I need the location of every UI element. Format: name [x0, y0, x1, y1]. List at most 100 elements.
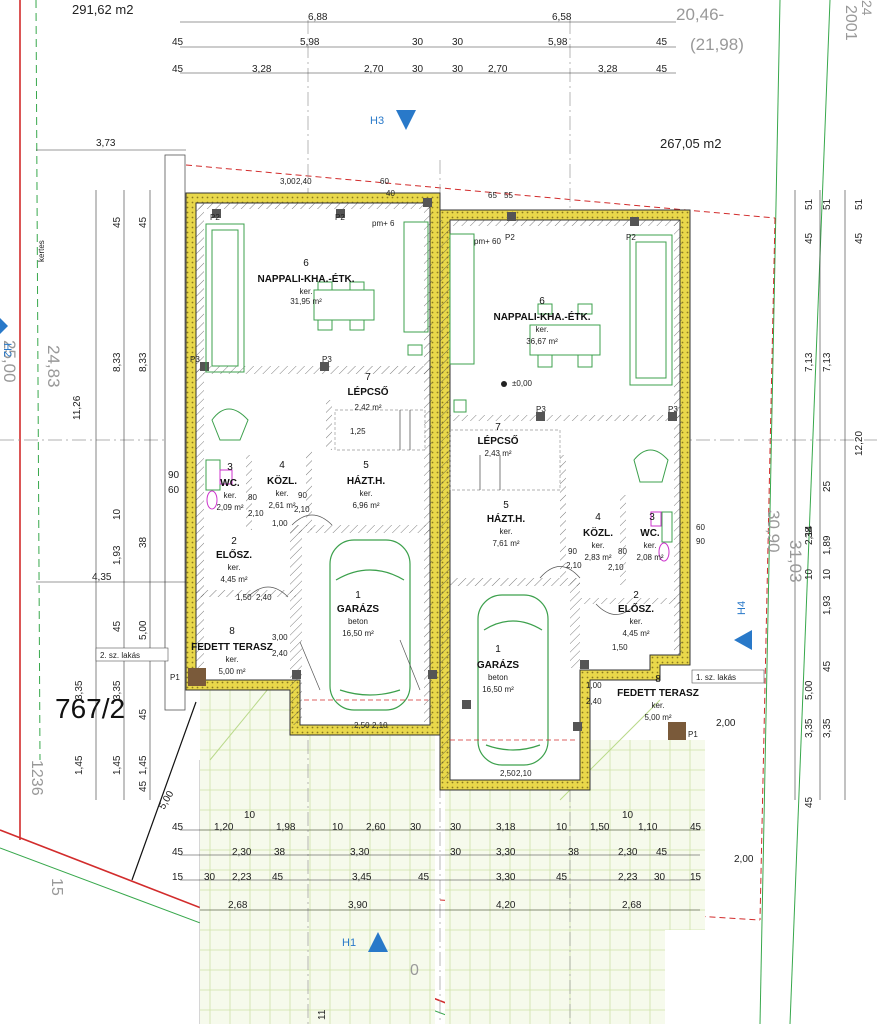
- svg-text:1,00: 1,00: [586, 681, 602, 690]
- svg-text:8: 8: [229, 626, 235, 637]
- svg-text:16,50 m²: 16,50 m²: [342, 629, 374, 638]
- grey-bottom-15: 15: [48, 878, 65, 896]
- dimension-lines: [36, 21, 846, 911]
- svg-text:3,28: 3,28: [598, 64, 618, 75]
- svg-text:2,42 m²: 2,42 m²: [354, 403, 381, 412]
- svg-text:ELŐSZ.: ELŐSZ.: [618, 602, 654, 615]
- svg-text:2,43 m²: 2,43 m²: [484, 449, 511, 458]
- svg-text:1,20: 1,20: [214, 822, 234, 833]
- cars: [329, 539, 549, 766]
- door-dimensions: 90 2,10 80 2,10 1,00 1,50 2,40 3,00 2,40…: [236, 177, 705, 778]
- svg-text:51: 51: [854, 198, 865, 210]
- svg-text:P2: P2: [626, 233, 636, 242]
- svg-text:2,10: 2,10: [566, 561, 582, 570]
- svg-text:2,00: 2,00: [734, 854, 754, 865]
- svg-text:ker.: ker.: [630, 617, 643, 626]
- svg-text:6: 6: [539, 296, 545, 307]
- svg-text:5,98: 5,98: [300, 37, 320, 48]
- svg-text:ker.: ker.: [300, 287, 313, 296]
- svg-text:P2: P2: [505, 233, 515, 242]
- svg-text:5: 5: [503, 500, 509, 511]
- svg-text:GARÁZS: GARÁZS: [337, 602, 380, 615]
- svg-text:2,30: 2,30: [618, 847, 638, 858]
- svg-text:40: 40: [386, 189, 395, 198]
- svg-text:38: 38: [274, 847, 286, 858]
- svg-text:KÖZL.: KÖZL.: [583, 526, 613, 539]
- svg-text:ELŐSZ.: ELŐSZ.: [216, 548, 252, 561]
- svg-text:ker.: ker.: [644, 541, 657, 550]
- svg-text:51: 51: [822, 198, 833, 210]
- svg-text:1,50: 1,50: [590, 822, 610, 833]
- svg-text:P3: P3: [668, 405, 678, 414]
- grey-right-3103: 31,03: [786, 540, 805, 583]
- svg-text:2,40: 2,40: [256, 593, 272, 602]
- svg-text:12,20: 12,20: [854, 431, 865, 456]
- svg-text:4: 4: [595, 512, 601, 523]
- svg-text:10: 10: [622, 810, 634, 821]
- svg-text:3: 3: [649, 512, 655, 523]
- svg-text:8: 8: [655, 674, 661, 685]
- svg-text:2,10: 2,10: [608, 563, 624, 572]
- svg-text:2,70: 2,70: [364, 64, 384, 75]
- svg-text:45: 45: [272, 872, 284, 883]
- svg-text:1. sz. lakás: 1. sz. lakás: [696, 673, 736, 682]
- svg-text:45: 45: [172, 64, 184, 75]
- bottom-dimensions: 10 10 45 1,20 1,98 10 2,60 30 30 3,18 10…: [172, 718, 754, 1020]
- svg-text:2,50: 2,50: [500, 769, 516, 778]
- svg-text:ker.: ker.: [360, 489, 373, 498]
- svg-text:7,13: 7,13: [822, 352, 833, 372]
- svg-text:ker.: ker.: [224, 491, 237, 500]
- area-mid: 267,05 m2: [660, 136, 721, 151]
- svg-text:ker.: ker.: [228, 563, 241, 572]
- svg-text:45: 45: [690, 822, 702, 833]
- svg-text:2. sz. lakás: 2. sz. lakás: [100, 651, 140, 660]
- svg-text:16,50 m²: 16,50 m²: [482, 685, 514, 694]
- svg-text:1,50: 1,50: [236, 593, 252, 602]
- svg-text:P1: P1: [688, 730, 698, 739]
- svg-text:3,18: 3,18: [496, 822, 516, 833]
- svg-text:10: 10: [332, 822, 344, 833]
- svg-text:30: 30: [452, 64, 464, 75]
- section-h3: H3: [370, 115, 384, 127]
- grey-right-3090: 30,90: [764, 510, 783, 553]
- svg-text:80: 80: [618, 547, 627, 556]
- svg-text:3,35: 3,35: [822, 718, 833, 738]
- svg-text:80: 80: [248, 493, 257, 502]
- svg-text:6,58: 6,58: [552, 12, 572, 23]
- section-h1: H1: [342, 937, 356, 949]
- svg-text:10: 10: [556, 822, 568, 833]
- svg-text:11,26: 11,26: [72, 395, 83, 420]
- svg-text:90: 90: [696, 537, 705, 546]
- svg-text:45: 45: [656, 847, 668, 858]
- svg-text:beton: beton: [348, 617, 368, 626]
- svg-text:GARÁZS: GARÁZS: [477, 658, 520, 671]
- svg-text:3,00: 3,00: [280, 177, 296, 186]
- svg-text:2,50: 2,50: [354, 721, 370, 730]
- svg-text:45: 45: [138, 216, 149, 228]
- svg-text:6,88: 6,88: [308, 12, 328, 23]
- svg-text:30: 30: [452, 37, 464, 48]
- svg-text:2,10: 2,10: [294, 505, 310, 514]
- svg-text:1,45: 1,45: [112, 755, 123, 775]
- svg-text:2: 2: [231, 536, 237, 547]
- svg-text:45: 45: [804, 232, 815, 244]
- svg-text:38: 38: [804, 526, 815, 538]
- svg-text:3,45: 3,45: [352, 872, 372, 883]
- svg-text:90: 90: [568, 547, 577, 556]
- svg-text:90: 90: [168, 470, 180, 481]
- svg-text:4,20: 4,20: [496, 900, 516, 911]
- grey-right-edge2: 24: [859, 0, 875, 16]
- svg-text:5,00: 5,00: [804, 680, 815, 700]
- svg-text:45: 45: [656, 37, 668, 48]
- svg-text:2,09 m²: 2,09 m²: [216, 503, 243, 512]
- svg-text:beton: beton: [488, 673, 508, 682]
- level-labels: pm+ 6 pm+ 60 ±0,00: [372, 219, 533, 388]
- svg-text:2,08 m²: 2,08 m²: [636, 553, 663, 562]
- svg-text:ker.: ker.: [500, 527, 513, 536]
- svg-text:ker.: ker.: [276, 489, 289, 498]
- svg-text:2,40: 2,40: [586, 697, 602, 706]
- svg-text:10: 10: [244, 810, 256, 821]
- svg-text:5,00 m²: 5,00 m²: [218, 667, 245, 676]
- svg-text:10: 10: [112, 508, 123, 520]
